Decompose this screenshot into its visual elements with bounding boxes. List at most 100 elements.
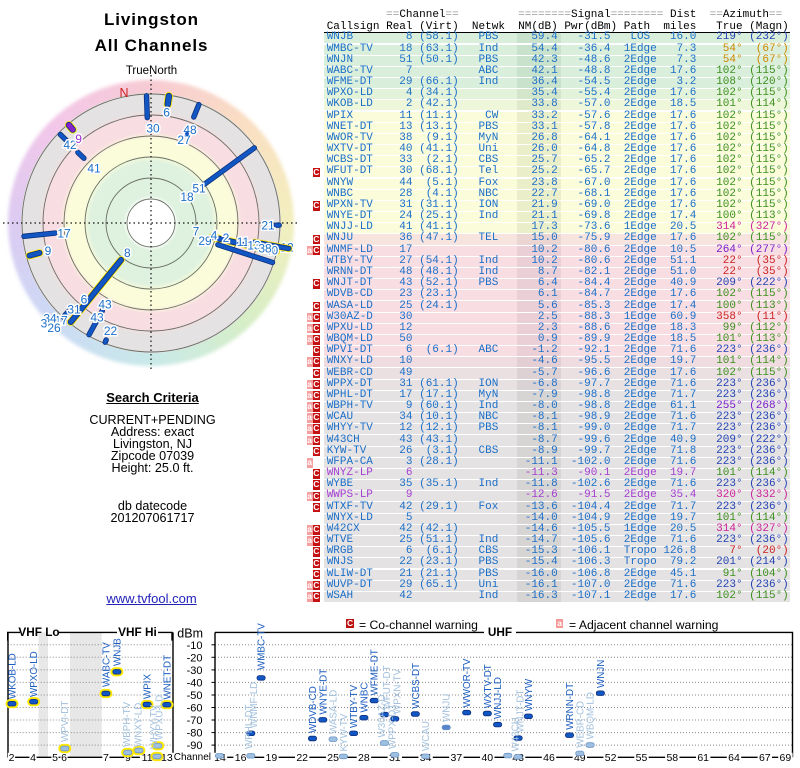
svg-text:40: 40 <box>265 244 279 258</box>
svg-text:dBm: dBm <box>177 627 203 641</box>
svg-text:VHF Hi: VHF Hi <box>118 625 157 639</box>
svg-text:Channel: Channel <box>174 752 211 763</box>
svg-text:2: 2 <box>223 231 230 245</box>
svg-text:5: 5 <box>52 752 58 764</box>
svg-text:WPXU-LD: WPXU-LD <box>155 695 166 740</box>
svg-text:N: N <box>119 86 128 100</box>
svg-text:W43CH: W43CH <box>511 717 522 751</box>
svg-text:WNJB: WNJB <box>112 638 123 666</box>
svg-text:WMBC-TV: WMBC-TV <box>257 623 268 670</box>
svg-text:WABC-TV: WABC-TV <box>101 642 112 687</box>
svg-text:55: 55 <box>636 752 648 764</box>
svg-text:WDVB-CD: WDVB-CD <box>308 686 319 733</box>
svg-text:WNET-DT: WNET-DT <box>162 655 173 700</box>
svg-text:46: 46 <box>543 752 555 764</box>
svg-text:19: 19 <box>266 752 278 764</box>
svg-text:WBPH-TV: WBPH-TV <box>122 701 133 747</box>
svg-text:WXTV-DT: WXTV-DT <box>483 664 494 708</box>
svg-text:4: 4 <box>30 752 36 764</box>
svg-text:43: 43 <box>90 310 104 324</box>
svg-text:64: 64 <box>728 752 740 764</box>
svg-text:16: 16 <box>235 752 247 764</box>
svg-text:13: 13 <box>161 752 173 764</box>
svg-text:49: 49 <box>574 752 586 764</box>
svg-text:42: 42 <box>63 138 77 152</box>
svg-text:30: 30 <box>146 121 160 135</box>
svg-text:WNJN: WNJN <box>596 660 607 688</box>
svg-text:43: 43 <box>98 297 112 311</box>
svg-text:67: 67 <box>759 752 771 764</box>
svg-text:-70: -70 <box>187 715 203 727</box>
svg-text:17: 17 <box>54 313 68 327</box>
svg-text:WWOR-TV: WWOR-TV <box>462 658 473 707</box>
svg-text:WNYE-DT: WNYE-DT <box>318 669 329 715</box>
svg-text:-10: -10 <box>187 640 203 652</box>
svg-text:27: 27 <box>177 133 191 147</box>
svg-text:-30: -30 <box>187 665 203 677</box>
svg-text:22: 22 <box>104 324 118 338</box>
svg-text:9: 9 <box>45 244 52 258</box>
svg-text:-20: -20 <box>187 652 203 664</box>
svg-text:40: 40 <box>481 752 493 764</box>
svg-text:WRNN-DT: WRNN-DT <box>565 683 576 730</box>
svg-text:31: 31 <box>389 752 401 764</box>
svg-text:WCBS-DT: WCBS-DT <box>411 663 422 709</box>
svg-text:-40: -40 <box>187 677 203 689</box>
svg-text:9: 9 <box>75 132 82 146</box>
svg-text:38: 38 <box>258 241 272 255</box>
svg-text:13: 13 <box>247 238 261 252</box>
svg-text:11: 11 <box>142 752 153 764</box>
svg-text:31: 31 <box>67 302 81 316</box>
svg-text:WPXO-LD: WPXO-LD <box>29 651 40 697</box>
svg-text:4: 4 <box>211 228 218 242</box>
svg-text:37: 37 <box>451 752 463 764</box>
svg-text:6: 6 <box>61 752 67 764</box>
svg-text:WHYY-TV: WHYY-TV <box>149 704 160 749</box>
svg-text:WTBY-TV: WTBY-TV <box>349 684 360 728</box>
svg-text:WNMF-LD: WNMF-LD <box>249 682 260 728</box>
svg-text:7: 7 <box>103 752 109 764</box>
svg-text:WNJJ-LD: WNJJ-LD <box>493 677 504 719</box>
svg-text:52: 52 <box>605 752 617 764</box>
svg-text:7: 7 <box>193 224 200 238</box>
svg-text:6: 6 <box>163 105 170 119</box>
svg-text:41: 41 <box>87 161 101 175</box>
svg-text:61: 61 <box>697 752 709 764</box>
svg-text:WNJU: WNJU <box>442 694 453 722</box>
svg-text:WPPX-DT: WPPX-DT <box>387 704 398 749</box>
svg-text:22: 22 <box>296 752 308 764</box>
svg-text:-90: -90 <box>187 740 203 752</box>
svg-text:25: 25 <box>327 752 339 764</box>
svg-text:WFME-DT: WFME-DT <box>370 649 381 695</box>
svg-text:WKOB-LD: WKOB-LD <box>8 653 19 699</box>
svg-text:WBQM-LD: WBQM-LD <box>586 692 597 739</box>
svg-text:51: 51 <box>192 181 206 195</box>
svg-text:9: 9 <box>125 752 131 764</box>
svg-text:W30AZ-D: W30AZ-D <box>377 694 388 737</box>
svg-text:WNYW: WNYW <box>524 678 535 711</box>
svg-text:-60: -60 <box>187 703 203 715</box>
svg-text:69: 69 <box>780 752 792 764</box>
svg-text:18: 18 <box>180 190 194 204</box>
svg-text:26: 26 <box>47 321 61 335</box>
svg-text:58: 58 <box>666 752 678 764</box>
svg-text:2: 2 <box>9 752 15 764</box>
svg-text:WPHL-DT: WPHL-DT <box>244 704 255 749</box>
svg-text:WNBC: WNBC <box>359 683 370 713</box>
svg-text:11: 11 <box>237 235 250 249</box>
svg-text:KYW-TV: KYW-TV <box>339 713 350 751</box>
svg-text:3: 3 <box>41 316 48 330</box>
svg-text:6: 6 <box>81 292 88 306</box>
svg-text:WFUT-DT: WFUT-DT <box>382 665 393 709</box>
svg-text:-50: -50 <box>187 690 203 702</box>
svg-text:WPIX: WPIX <box>143 673 154 699</box>
svg-text:WASA-LD: WASA-LD <box>329 690 340 734</box>
svg-text:WPVI-DT: WPVI-DT <box>60 701 71 742</box>
svg-text:17: 17 <box>57 226 71 240</box>
svg-text:29: 29 <box>198 234 212 248</box>
svg-text:WNXY-LD: WNXY-LD <box>134 703 145 747</box>
svg-text:28: 28 <box>358 752 370 764</box>
svg-text:WNJT-DT: WNJT-DT <box>516 689 527 732</box>
svg-text:WCAU: WCAU <box>421 721 432 751</box>
svg-text:WEBR-CD: WEBR-CD <box>575 701 586 748</box>
